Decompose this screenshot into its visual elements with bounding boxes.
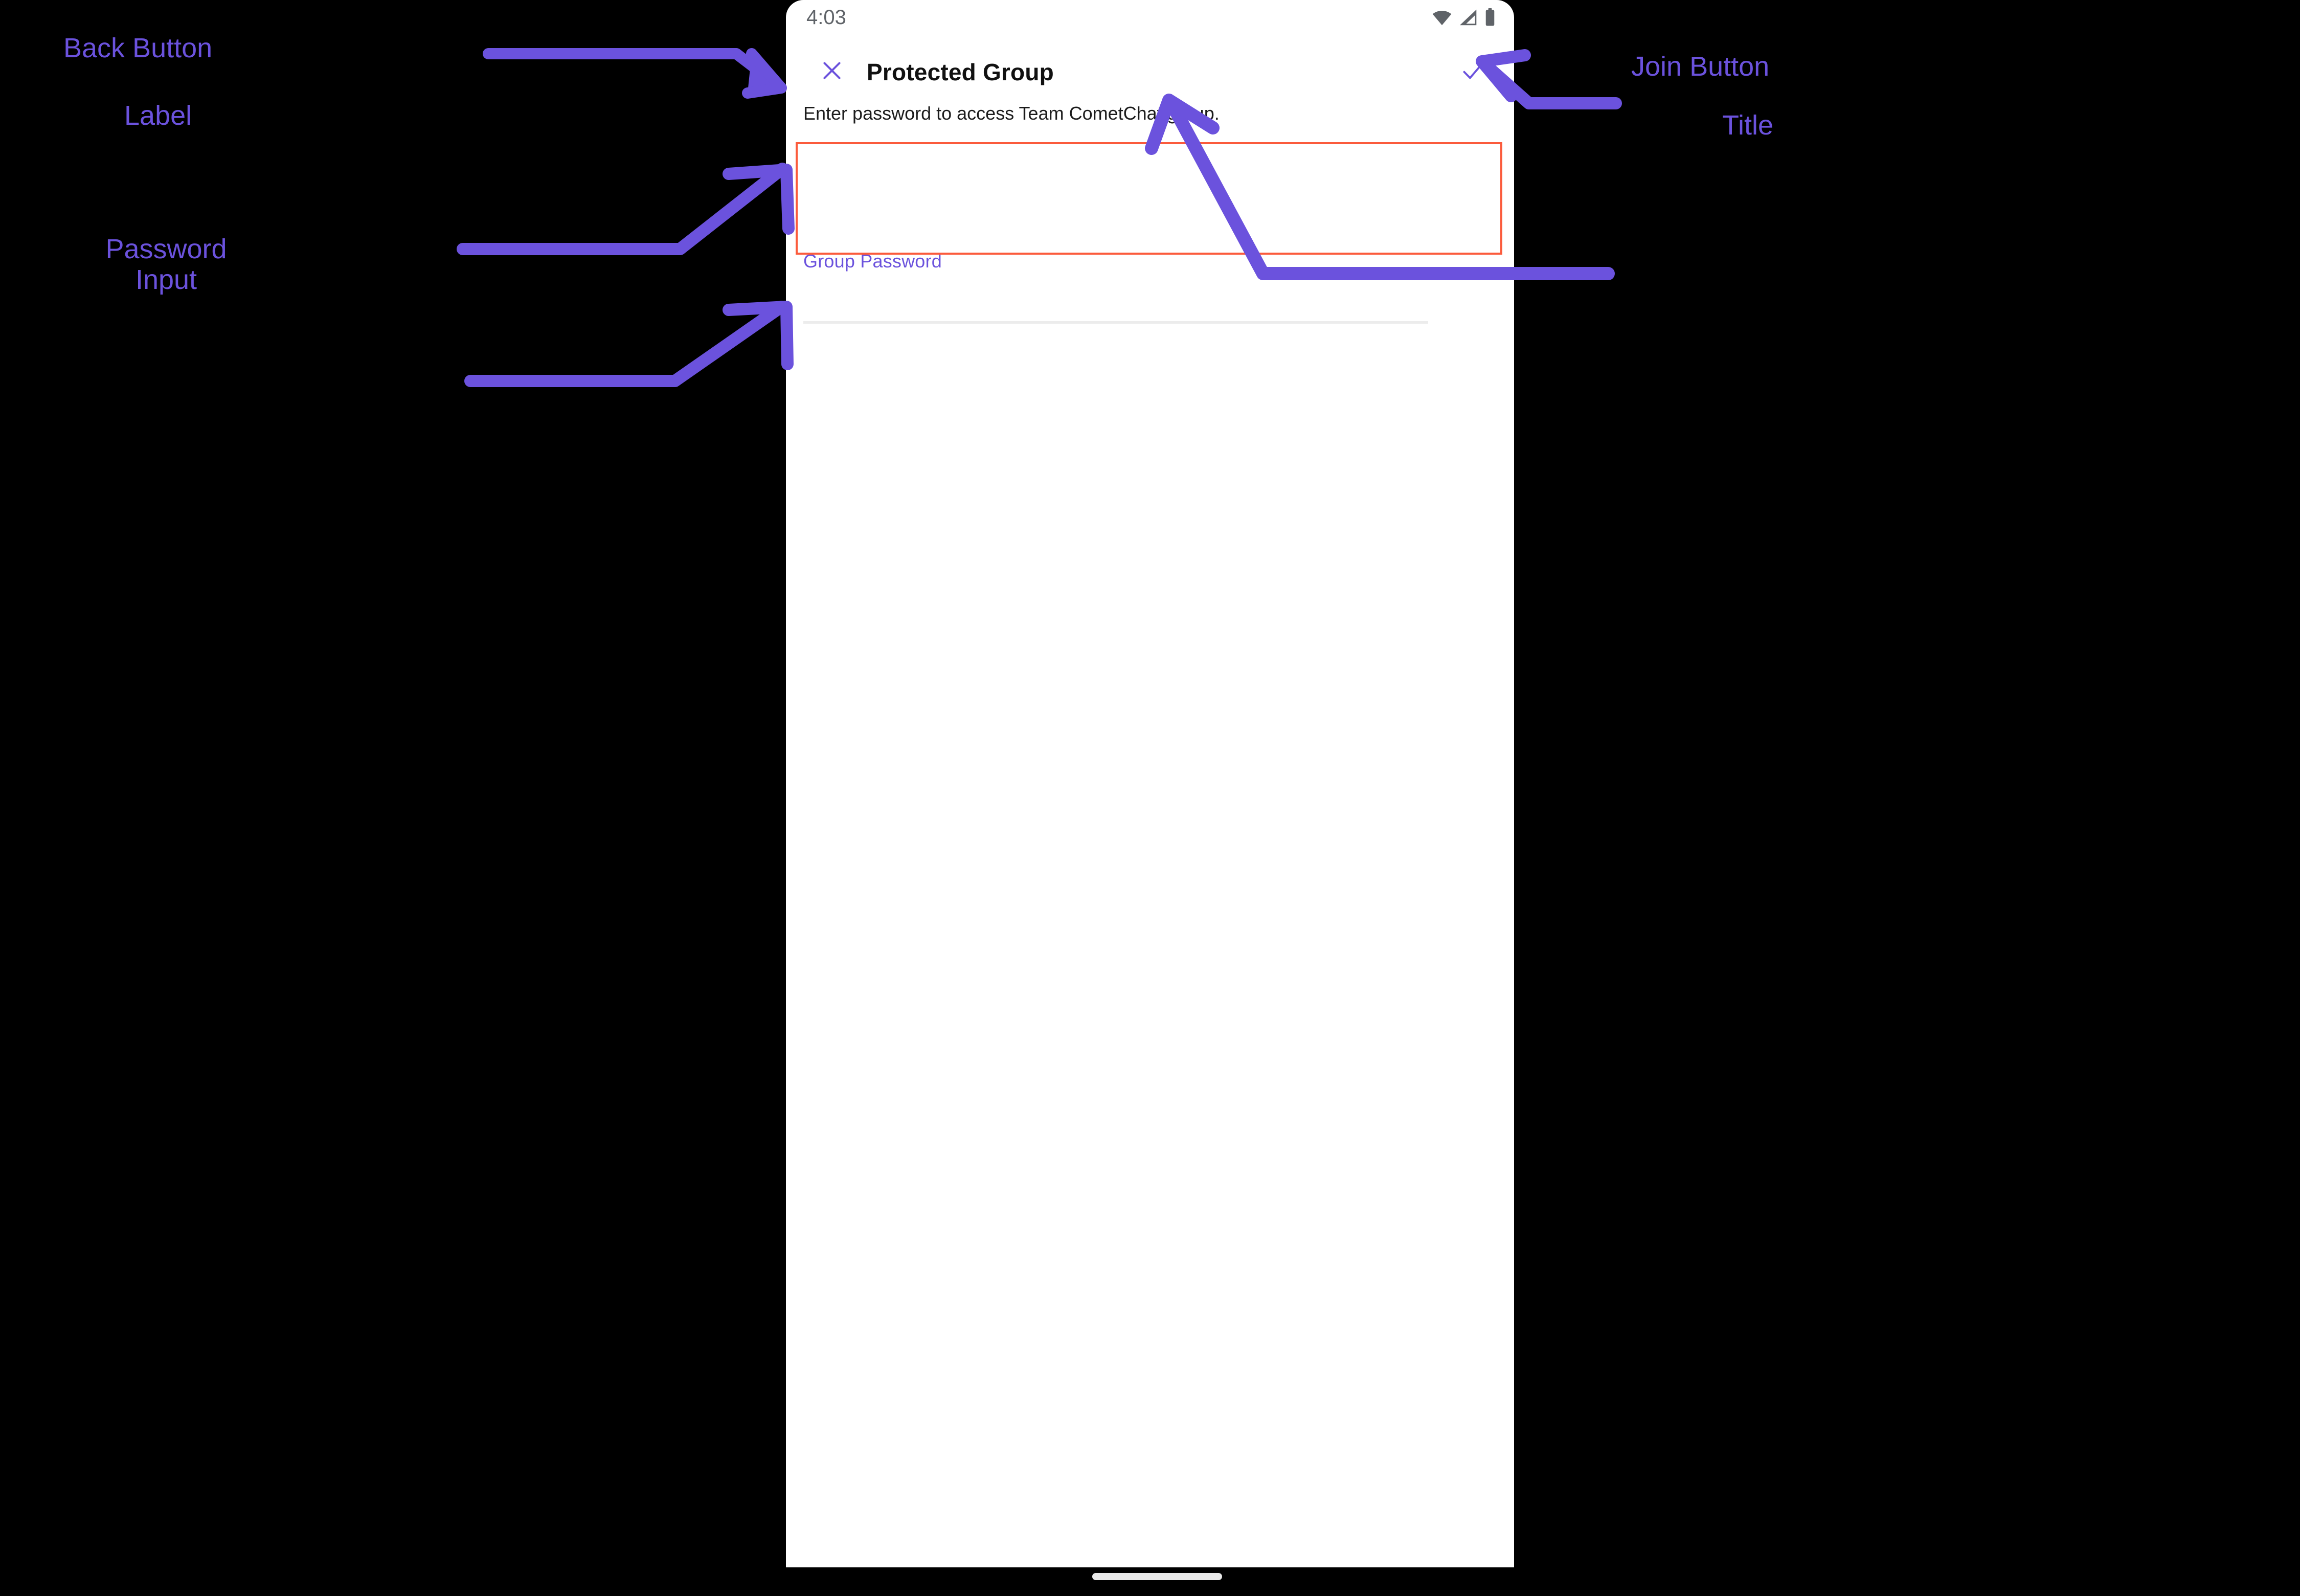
join-button[interactable] (1455, 53, 1492, 90)
home-indicator-pill[interactable] (1092, 1573, 1222, 1580)
cellular-signal-icon (1458, 9, 1479, 26)
app-bar: Protected Group (786, 43, 1514, 99)
description-label: Enter password to access Team CometChat … (803, 103, 1220, 124)
annotation-back-button: Back Button (63, 33, 213, 63)
status-bar-clock: 4:03 (806, 6, 846, 29)
password-input-underline (803, 321, 1428, 324)
annotation-join-button: Join Button (1631, 51, 1770, 82)
checkmark-icon (1459, 57, 1487, 87)
close-x-icon (819, 58, 845, 86)
password-field-group: Group Password (803, 251, 1428, 324)
status-bar-icons (1431, 8, 1496, 27)
back-button[interactable] (814, 53, 850, 90)
group-password-input[interactable] (803, 295, 1428, 321)
wifi-icon (1431, 9, 1453, 26)
status-bar: 4:03 (786, 0, 1514, 43)
annotation-title: Title (1722, 110, 1774, 141)
page-title: Protected Group (867, 59, 1054, 85)
group-password-label: Group Password (803, 251, 942, 272)
annotation-label: Label (124, 100, 192, 131)
phone-screen: 4:03 (786, 0, 1514, 1567)
annotation-password-input: Password Input (105, 234, 227, 296)
battery-icon (1484, 8, 1496, 27)
